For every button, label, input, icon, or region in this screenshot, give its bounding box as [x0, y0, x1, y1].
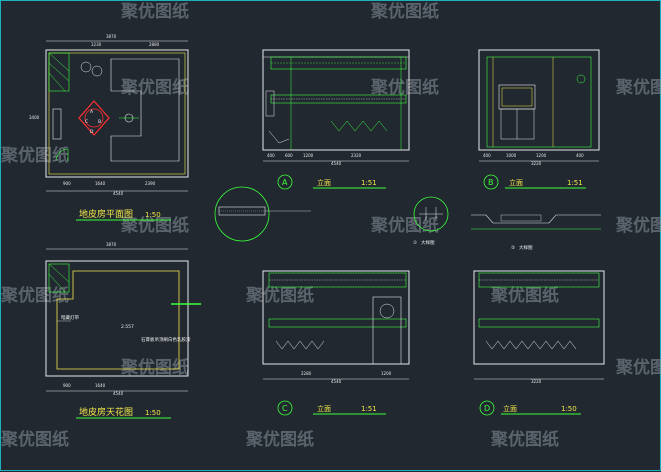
watermark-text: 聚优图纸: [615, 77, 661, 98]
ceiling-height-text: 2.557: [121, 324, 134, 330]
view-title: 立面: [317, 404, 331, 413]
dimension-text: 900: [63, 383, 71, 388]
watermark-text: 聚优图纸: [615, 357, 661, 378]
view-title: 地皮房天花图: [79, 406, 133, 418]
watermark-text: 聚优图纸: [120, 357, 189, 378]
floor-plan: 3870 1230 2880 A C B D 3400 900 1640 239…: [29, 34, 189, 221]
view-scale: 1:51: [361, 179, 377, 187]
view-scale: 1:50: [561, 405, 577, 413]
dimension-text: 4540: [113, 191, 124, 196]
detail-marker: ①: [413, 240, 417, 246]
detail-title: 大样图: [421, 239, 435, 246]
watermark-text: 聚优图纸: [245, 285, 314, 306]
view-title: 立面: [317, 178, 331, 187]
dimension-text: 3870: [106, 34, 117, 39]
watermark-text: 聚优图纸: [120, 1, 189, 22]
view-title: 立面: [509, 178, 523, 187]
watermark-text: 聚优图纸: [370, 1, 439, 22]
elevation-c: 2280 1200 4540 C 立面 1:51: [262, 270, 410, 416]
ceiling-annotation: 石膏板吊顶刷白色乳胶漆: [141, 336, 191, 343]
dimension-text: 2880: [149, 42, 160, 47]
watermark-text: 聚优图纸: [1, 429, 69, 450]
dimension-text: 2280: [301, 371, 312, 376]
dimension-text: 2390: [145, 181, 156, 186]
dimension-text: 1200: [303, 153, 314, 158]
watermark-text: 聚优图纸: [120, 77, 189, 98]
dimension-text: 1000: [506, 153, 517, 158]
watermark-text: 聚优图纸: [245, 429, 314, 450]
watermark-text: 聚优图纸: [1, 285, 69, 306]
detail-section: ① 大样图 ② 大样图: [214, 186, 601, 251]
view-marker: A: [282, 178, 288, 187]
dimension-text: 4540: [331, 161, 342, 166]
ceiling-annotation: 暗藏灯带: [61, 314, 79, 321]
dimension-text: 3220: [531, 379, 542, 384]
watermark-text: 聚优图纸: [370, 77, 439, 98]
dimension-text: 1200: [536, 153, 547, 158]
watermark-text: 聚优图纸: [1, 145, 69, 166]
plan-marker-c: C: [85, 119, 88, 125]
dimension-text: 900: [63, 181, 71, 186]
elevation-d: 3220 D 立面 1:50: [473, 270, 605, 416]
watermark-layer: 聚优图纸 聚优图纸 聚优图纸 聚优图纸 聚优图纸 聚优图纸 聚优图纸 聚优图纸 …: [1, 1, 661, 450]
view-scale: 1:51: [361, 405, 377, 413]
plan-marker-d: D: [90, 129, 94, 135]
dimension-text: 400: [267, 153, 275, 158]
dimension-text: 1230: [91, 42, 102, 47]
detail-title: 大样图: [519, 244, 533, 251]
view-title: 地皮房平面图: [79, 208, 133, 220]
dimension-text: 1640: [95, 383, 106, 388]
dimension-text: 600: [285, 153, 293, 158]
plan-marker-b: B: [98, 119, 101, 125]
dimension-text: 1200: [381, 371, 392, 376]
dimension-text: 2320: [351, 153, 362, 158]
view-scale: 1:51: [567, 179, 583, 187]
dimension-text: 4540: [113, 391, 124, 396]
view-title: 立面: [503, 404, 517, 413]
elevation-b: 400 1000 1200 400 3220 B 立面 1:51: [478, 49, 600, 190]
dimension-text: 3400: [29, 115, 40, 120]
dimension-text: 400: [576, 153, 584, 158]
dimension-text: 3870: [106, 242, 117, 247]
dimension-text: 400: [483, 153, 491, 158]
watermark-text: 聚优图纸: [490, 285, 559, 306]
watermark-text: 聚优图纸: [370, 215, 439, 236]
view-marker: C: [282, 404, 288, 413]
watermark-text: 聚优图纸: [490, 429, 559, 450]
view-marker: D: [484, 404, 490, 413]
detail-marker: ②: [511, 245, 515, 251]
view-scale: 1:50: [145, 409, 161, 417]
watermark-text: 聚优图纸: [615, 215, 661, 236]
view-marker: B: [488, 178, 494, 187]
dimension-text: 4540: [331, 379, 342, 384]
dimension-text: 1640: [95, 181, 106, 186]
ceiling-plan: 3870 2.557 暗藏灯带 石膏板吊顶刷白色乳胶漆 900 1640 454…: [45, 242, 201, 419]
plan-marker-a: A: [90, 109, 94, 115]
view-scale: 1:50: [145, 211, 161, 219]
elevation-a: 400 600 1200 2320 4540 A 立面 1:51: [262, 49, 410, 190]
dimension-text: 3220: [531, 161, 542, 166]
